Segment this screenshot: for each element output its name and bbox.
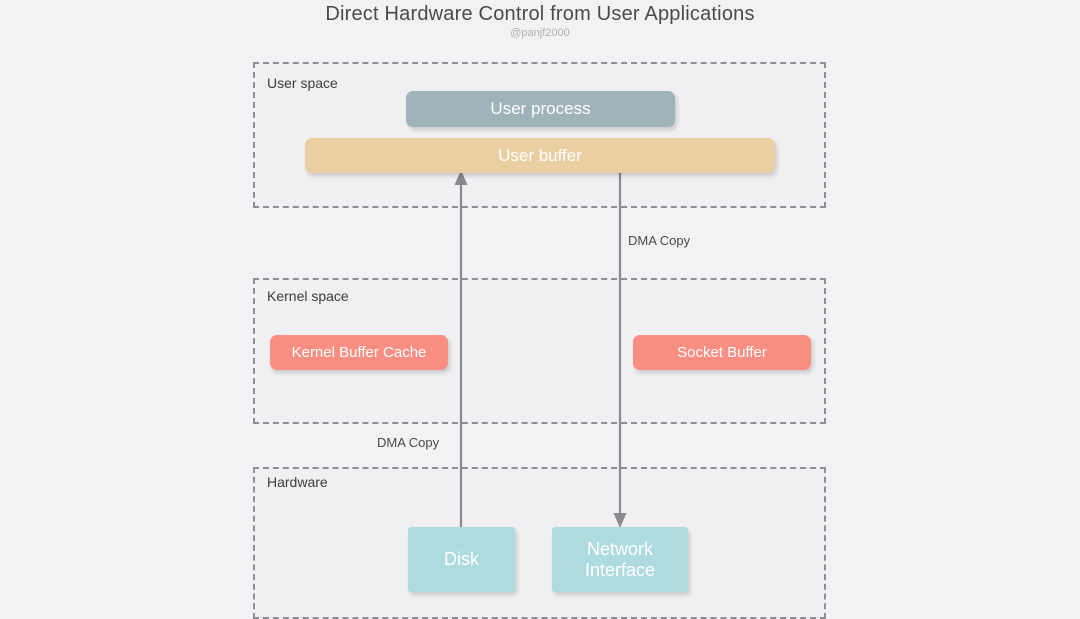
node-socket-buffer[interactable]: Socket Buffer bbox=[633, 335, 811, 370]
node-disk[interactable]: Disk bbox=[408, 527, 515, 592]
zone-label-kernel-space: Kernel space bbox=[267, 288, 349, 304]
node-kernel-buffer-cache[interactable]: Kernel Buffer Cache bbox=[270, 335, 448, 370]
page-title: Direct Hardware Control from User Applic… bbox=[325, 3, 755, 25]
node-network-interface-line2: Interface bbox=[584, 559, 656, 580]
page-subtitle: @panjf2000 bbox=[510, 27, 570, 39]
node-network-interface[interactable]: Network Interface bbox=[552, 527, 688, 592]
zone-user-space bbox=[253, 62, 826, 208]
zone-label-hardware: Hardware bbox=[267, 474, 328, 490]
node-user-process[interactable]: User process bbox=[406, 91, 675, 127]
arrow-label-dma-copy-network: DMA Copy bbox=[628, 233, 691, 248]
zone-hardware bbox=[253, 467, 826, 619]
node-network-interface-line1: Network bbox=[586, 538, 653, 559]
arrow-label-dma-copy-disk: DMA Copy bbox=[377, 435, 440, 450]
node-user-buffer[interactable]: User buffer bbox=[305, 138, 775, 173]
zone-label-user-space: User space bbox=[267, 75, 338, 91]
